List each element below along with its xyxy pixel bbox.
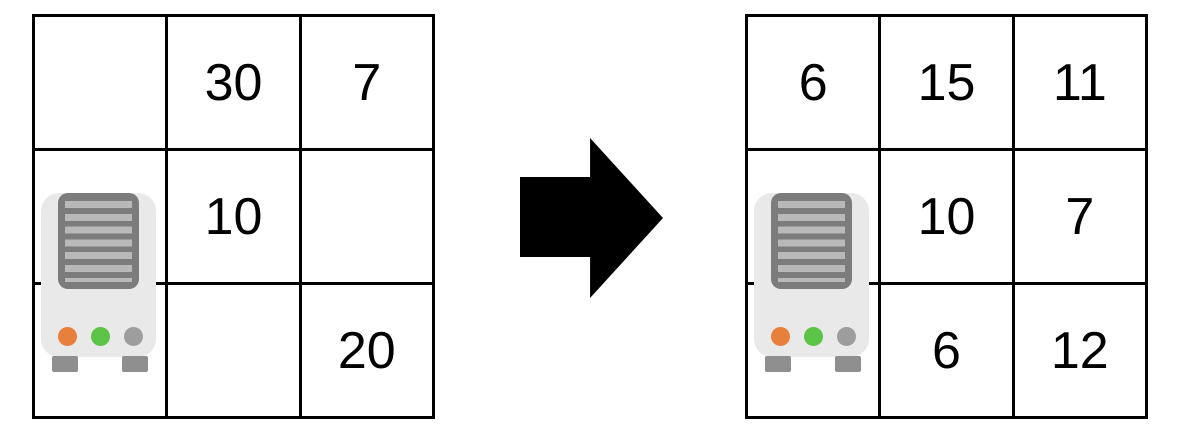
before-cell-r3c3: 20: [301, 285, 432, 416]
status-light-gray-icon: [837, 327, 856, 346]
before-cell-r2c3: [301, 151, 432, 282]
server-grille-stripes: [778, 201, 845, 282]
after-cell-r1c2: 15: [881, 17, 1012, 148]
before-cell-r2c2: 10: [168, 151, 299, 282]
before-grid: 30 7 10 20: [32, 14, 435, 419]
after-cell-r2c3: 7: [1014, 151, 1145, 282]
server-icon: [754, 193, 869, 373]
before-cell-r3c2: [168, 285, 299, 416]
server-foot-left: [765, 356, 791, 372]
server-foot-left: [52, 356, 78, 372]
before-cell-r1c3: 7: [301, 17, 432, 148]
after-cell-r1c1: 6: [748, 17, 879, 148]
server-foot-right: [122, 356, 148, 372]
server-grille-stripes: [65, 201, 132, 282]
server-status-lights: [771, 327, 856, 346]
after-grid: 6 15 11 10 7 6 12: [745, 14, 1148, 419]
status-light-orange-icon: [771, 327, 790, 346]
server-grille: [58, 193, 139, 289]
server-body: [754, 193, 869, 357]
before-cell-r1c1: [35, 17, 166, 148]
right-arrow-icon: [520, 138, 663, 298]
server-grille: [771, 193, 852, 289]
server-status-lights: [58, 327, 143, 346]
after-cell-r1c3: 11: [1014, 17, 1145, 148]
server-icon: [41, 193, 156, 373]
server-body: [41, 193, 156, 357]
after-cell-r3c2: 6: [881, 285, 1012, 416]
server-foot-right: [835, 356, 861, 372]
status-light-green-icon: [91, 327, 110, 346]
before-cell-r1c2: 30: [168, 17, 299, 148]
after-cell-r2c2: 10: [881, 151, 1012, 282]
after-cell-r3c3: 12: [1014, 285, 1145, 416]
status-light-gray-icon: [124, 327, 143, 346]
status-light-orange-icon: [58, 327, 77, 346]
status-light-green-icon: [804, 327, 823, 346]
